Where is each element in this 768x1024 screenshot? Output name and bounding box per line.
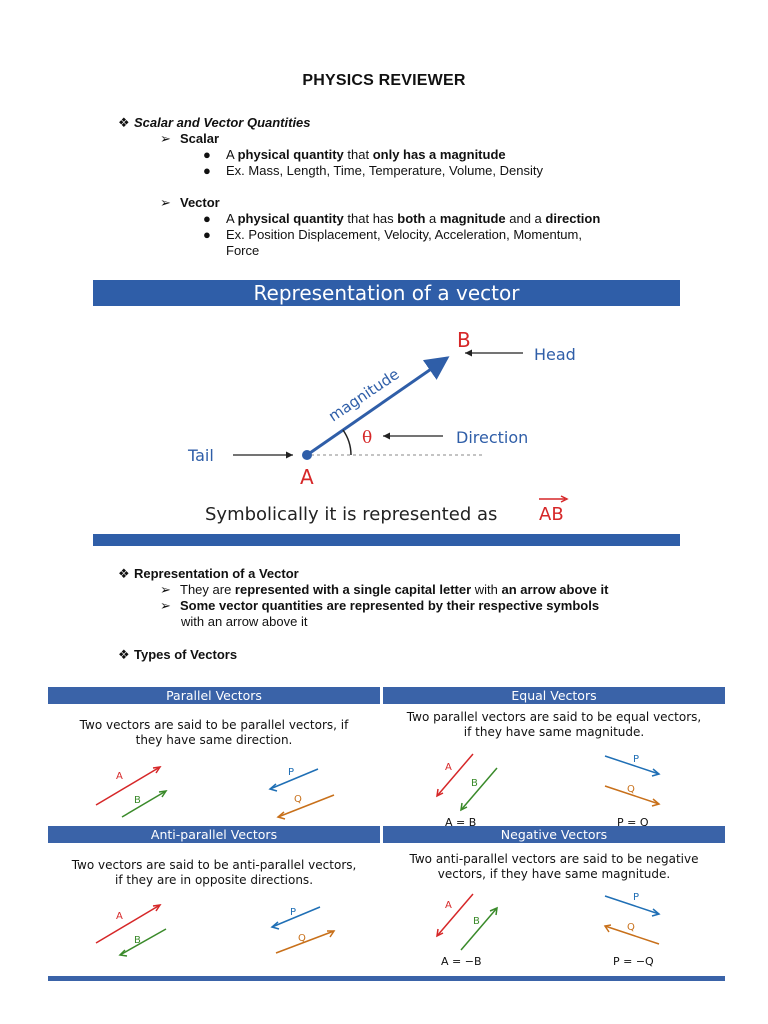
- svg-text:A: A: [445, 900, 452, 911]
- figure-bottom-band: [93, 534, 680, 546]
- diamond-bullet-icon: ❖: [118, 566, 130, 581]
- equal-vectors-diagram: A B P Q A = B P = Q: [436, 753, 661, 828]
- arrow-bullet-icon: ➢: [160, 598, 171, 613]
- svg-text:P: P: [633, 892, 639, 903]
- dot-bullet-icon: ●: [203, 147, 211, 162]
- list-item: ●Ex. Position Displacement, Velocity, Ac…: [203, 227, 582, 242]
- direction-label: Direction: [456, 428, 528, 447]
- figure-banner: Representation of a vector: [93, 280, 680, 306]
- dot-bullet-icon: ●: [203, 211, 211, 226]
- svg-text:Q: Q: [298, 933, 306, 944]
- section-heading-types: ❖Types of Vectors: [118, 647, 238, 662]
- svg-text:Q: Q: [294, 794, 302, 805]
- equal-vectors-desc: Two parallel vectors are said to be equa…: [406, 710, 702, 739]
- vector-arrow: [306, 356, 450, 457]
- negative-vectors-desc: Two anti-parallel vectors are said to be…: [409, 852, 699, 881]
- equal-eq-2: P = Q: [617, 816, 649, 828]
- list-item-continuation: Force: [226, 243, 260, 258]
- parallel-vectors-header: Parallel Vectors: [48, 687, 380, 704]
- head-label: Head: [534, 345, 576, 364]
- section-heading-representation: ❖Representation of a Vector: [118, 566, 299, 581]
- antiparallel-vectors-desc: Two vectors are said to be anti-parallel…: [71, 858, 357, 887]
- list-item-continuation: with an arrow above it: [181, 614, 308, 629]
- negative-vectors-diagram: A B P Q A = −B P = −Q: [436, 892, 661, 968]
- parallel-vectors-desc: Two vectors are said to be parallel vect…: [79, 718, 349, 747]
- dot-bullet-icon: ●: [203, 227, 211, 242]
- negative-vectors-header: Negative Vectors: [383, 826, 725, 843]
- svg-text:A: A: [445, 762, 452, 773]
- subheading-vector: ➢Vector: [160, 195, 220, 210]
- arrow-bullet-icon: ➢: [160, 131, 171, 146]
- types-grid-bottom-bar: [48, 976, 725, 981]
- svg-text:Q: Q: [627, 784, 635, 795]
- caption-text: Symbolically it is represented as: [205, 504, 497, 525]
- diamond-bullet-icon: ❖: [118, 115, 130, 130]
- svg-text:P: P: [290, 907, 296, 918]
- svg-text:P: P: [288, 767, 294, 778]
- angle-arc: [342, 429, 352, 456]
- svg-text:B: B: [134, 935, 141, 946]
- svg-text:Q: Q: [627, 922, 635, 933]
- svg-text:P: P: [633, 754, 639, 765]
- svg-text:B: B: [471, 778, 478, 789]
- list-item: ➢They are represented with a single capi…: [160, 582, 609, 597]
- svg-text:A: A: [116, 771, 123, 782]
- list-item: ➢Some vector quantities are represented …: [160, 598, 600, 613]
- negative-eq-1: A = −B: [441, 955, 482, 968]
- equal-eq-1: A = B: [445, 816, 476, 828]
- dot-bullet-icon: ●: [203, 163, 211, 178]
- list-item: ●A physical quantity that only has a mag…: [203, 147, 506, 162]
- point-b-label: B: [457, 328, 471, 352]
- diamond-bullet-icon: ❖: [118, 647, 130, 662]
- tail-point: [302, 450, 312, 460]
- svg-text:A: A: [116, 911, 123, 922]
- negative-eq-2: P = −Q: [613, 955, 654, 968]
- point-a-label: A: [300, 465, 314, 489]
- arrow-bullet-icon: ➢: [160, 582, 171, 597]
- svg-text:B: B: [134, 795, 141, 806]
- list-item: ●Ex. Mass, Length, Time, Temperature, Vo…: [203, 163, 543, 178]
- arrow-bullet-icon: ➢: [160, 195, 171, 210]
- equal-vectors-header: Equal Vectors: [383, 687, 725, 704]
- subheading-scalar: ➢Scalar: [160, 131, 220, 146]
- theta-label: θ: [362, 428, 372, 448]
- antiparallel-vectors-header: Anti-parallel Vectors: [48, 826, 380, 843]
- tail-label: Tail: [187, 446, 214, 465]
- list-item: ●A physical quantity that has both a mag…: [203, 211, 601, 226]
- section-heading-scalar-vector: ❖Scalar and Vector Quantities: [118, 115, 311, 130]
- caption-symbol: AB: [539, 504, 564, 525]
- page-title: PHYSICS REVIEWER: [302, 72, 466, 89]
- antiparallel-vectors-diagram: A B P Q: [95, 904, 336, 957]
- parallel-vectors-diagram: A B P Q: [95, 766, 335, 820]
- svg-text:B: B: [473, 916, 480, 927]
- vector-representation-diagram: B A Head Direction Tail θ magnitude Symb…: [187, 328, 576, 525]
